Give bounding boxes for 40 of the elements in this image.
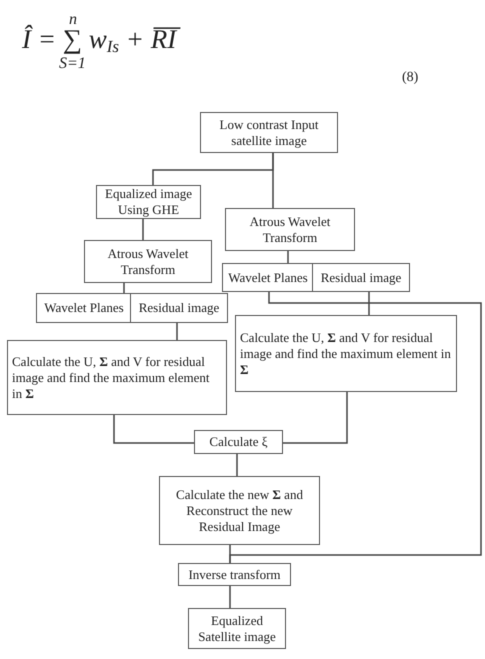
connector-line [287, 251, 289, 263]
connector-line [272, 153, 274, 208]
step-label: Residual image [320, 270, 402, 286]
connector-line [283, 392, 348, 444]
connector-line [368, 292, 370, 315]
step-label: Atrous Wavelet Transform [106, 246, 190, 278]
step-label: Inverse transform [188, 566, 281, 582]
connector-line [229, 545, 231, 563]
connector-line [229, 586, 231, 608]
connector-line [236, 454, 238, 476]
step-label: Calculate the U, Σ and V for residual image and find the maximum element in Σ [240, 330, 452, 378]
step-label: Wavelet Planes [228, 270, 308, 286]
equation-number: (8) [402, 70, 418, 86]
process-box [194, 430, 283, 454]
process-box [159, 476, 320, 545]
process-box [96, 185, 201, 219]
process-box [222, 263, 314, 292]
process-box [312, 263, 410, 292]
step-label: Equalized image Using GHE [104, 186, 193, 218]
process-box [7, 340, 227, 415]
connector-line [142, 219, 144, 240]
step-label: Calculate the U, Σ and V for residual image and find the maximum element in Σ [12, 354, 210, 402]
process-box [225, 208, 355, 251]
process-box [188, 608, 286, 649]
step-label: Calculate the new Σ and Reconstruct the new Residual Image [175, 486, 304, 534]
process-box [36, 293, 132, 323]
process-box [178, 563, 291, 586]
step-label: Residual image [138, 300, 220, 316]
step-label: Calculate ξ [209, 434, 268, 450]
connector-line [113, 415, 194, 444]
process-box [200, 112, 338, 153]
process-box [84, 240, 212, 283]
connector-line [123, 283, 125, 293]
step-label: Low contrast Input satellite image [218, 116, 320, 148]
step-label: Atrous Wavelet Transform [248, 214, 332, 246]
connector-line [176, 323, 178, 340]
step-label: Equalized Satellite image [197, 612, 277, 644]
process-box [235, 315, 457, 392]
process-box [130, 293, 228, 323]
step-label: Wavelet Planes [44, 300, 124, 316]
